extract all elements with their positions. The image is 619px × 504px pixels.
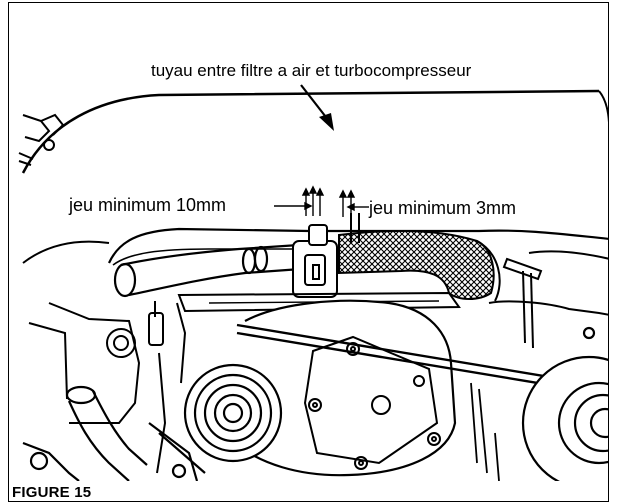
right-components (488, 250, 608, 349)
camshaft-gear (303, 335, 441, 470)
crank-pulley (183, 363, 283, 463)
air-hose-mesh (338, 230, 495, 300)
figure-frame: tuyau entre filtre a air et turbocompres… (8, 2, 609, 502)
clearance-label-10mm: jeu minimum 10mm (69, 195, 227, 215)
figure-caption-bar: FIGURE 15 (9, 481, 608, 501)
clearance-arrows-10mm (274, 185, 325, 216)
timing-cover (234, 299, 457, 477)
intake-pipe (113, 243, 302, 298)
clearance-label-3mm: jeu minimum 3mm (369, 198, 517, 218)
lower-left-hose (22, 385, 206, 482)
figure-caption: FIGURE 15 (12, 484, 92, 501)
engine-block-left (28, 301, 187, 474)
alternator-pulley (521, 326, 608, 491)
clearance-arrows-3mm (338, 189, 369, 217)
engine-cover (107, 227, 608, 264)
hood-outline (21, 89, 600, 174)
hose-label: tuyau entre filtre a air et turbocompres… (151, 61, 472, 80)
engine-drawing (18, 84, 608, 491)
hood-fitting (18, 113, 65, 166)
hose-clamp (292, 213, 360, 298)
hose-pointer-arrow (300, 84, 334, 131)
